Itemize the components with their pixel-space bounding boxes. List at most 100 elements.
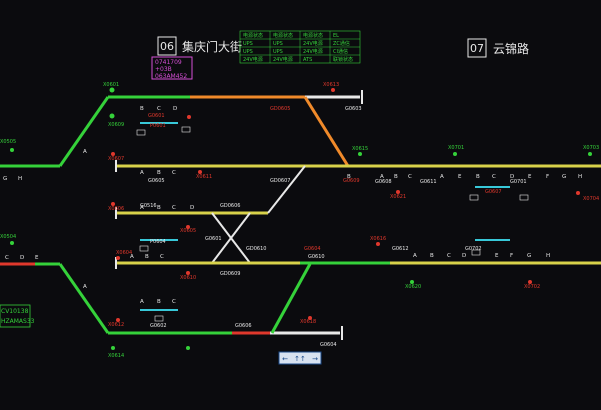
signal-lamp[interactable] [453,152,457,156]
equipment-box[interactable] [471,249,481,256]
status-r2c3: 24V电源 [303,40,323,47]
track-id-g0516: G0516 [140,203,157,209]
equipment-box[interactable] [154,315,164,322]
signal-lamp[interactable] [308,316,312,320]
track-diag-top-to-row1[interactable] [303,96,350,167]
section-label: G [3,176,7,182]
signal-lamp[interactable] [111,346,115,350]
section-label: A [380,174,384,180]
signal-x0612[interactable]: X0612 [108,322,124,328]
crossover-b[interactable] [211,212,251,264]
section-label: D [510,174,514,180]
signal-lamp[interactable] [116,318,120,322]
section-label: C [172,299,176,305]
section-label: B [140,106,144,112]
section-label: H [18,176,22,182]
section-label: B [476,174,480,180]
station-06-name[interactable]: 集庆门大街 [182,39,242,54]
signal-x0702[interactable]: X0702 [524,284,540,290]
nav-left-button[interactable]: ← [282,355,288,363]
signal-x0615[interactable]: X0615 [352,146,368,152]
signal-lamp[interactable] [358,152,362,156]
status-r2c4: ZC通信 [333,40,350,47]
signal-x0604[interactable]: X0604 [116,250,132,256]
track-id-g0603: G0603 [345,106,362,112]
section-label: C [492,174,496,180]
equipment-box[interactable] [519,194,529,201]
left-info-box[interactable] [0,304,31,328]
signal-x0616[interactable]: X0616 [370,236,386,242]
nav-right-button[interactable]: → [312,355,318,363]
station-07-name[interactable]: 云锦路 [493,41,529,56]
signal-x0601[interactable]: X0601 [103,82,119,88]
section-label: B [157,299,161,305]
signal-lamp[interactable] [111,202,115,206]
signal-lamp[interactable] [109,87,115,93]
signal-x0610[interactable]: X0610 [180,275,196,281]
signal-lamp[interactable] [576,191,580,195]
track-id-g0604: G0604 [304,246,321,252]
section-label: B [430,253,434,259]
equipment-box[interactable] [469,194,479,201]
signal-lamp[interactable] [528,280,532,284]
signal-x0504[interactable]: X0504 [0,234,16,240]
track-id-gd0605: GD0605 [270,106,290,112]
track-diag-up[interactable] [58,96,110,167]
equipment-box[interactable] [139,245,149,252]
section-label: B [145,254,149,260]
signal-x0505[interactable]: X0505 [0,139,16,145]
signal-x0618[interactable]: X0618 [300,319,316,325]
signal-lamp[interactable] [10,148,14,152]
signal-lamp[interactable] [186,271,190,275]
signal-x0703[interactable]: X0703 [583,145,599,151]
track-diag-bottom-to-row3[interactable] [270,263,312,334]
track-id-g0601-mid: G0601 [205,236,222,242]
equipment-box[interactable] [181,126,191,133]
signal-x0606[interactable]: X0606 [108,206,124,212]
signal-x0704[interactable]: X0704 [583,196,599,202]
status-r4c4: 联锁状态 [333,56,353,63]
signal-lamp[interactable] [116,256,120,260]
signal-lamp[interactable] [187,115,191,119]
nav-up-button[interactable]: ↑↑ [294,355,306,363]
equipment-box[interactable] [136,129,146,136]
section-label: G [562,174,566,180]
signal-x0609[interactable]: X0609 [108,122,124,128]
section-label: C [172,205,176,211]
signal-lamp[interactable] [588,152,592,156]
section-label: E [35,255,39,261]
track-diag-row2-to-row1[interactable] [267,165,306,214]
section-label: C [447,253,451,259]
signal-x0607[interactable]: X0607 [108,156,124,162]
section-label: C [160,254,164,260]
signal-lamp[interactable] [376,242,380,246]
signal-lamp[interactable] [410,280,414,284]
signal-lamp[interactable] [186,225,190,229]
signal-x0701[interactable]: X0701 [448,145,464,151]
status-r4c2: 24V电源 [273,56,293,63]
section-label: E [495,253,499,259]
signal-lamp[interactable] [331,88,335,92]
signal-x0621[interactable]: X0621 [390,194,406,200]
section-label: E [528,174,532,180]
signal-lamp[interactable] [198,170,202,174]
section-label: D [462,253,466,259]
signal-x0613[interactable]: X0613 [323,82,339,88]
track-id-g0611: G0611 [420,179,437,185]
signal-lamp[interactable] [186,346,190,350]
signal-x0614[interactable]: X0614 [108,353,124,359]
track-diag-down[interactable] [58,263,110,334]
track-id-p0604: P0604 [150,239,166,245]
signal-x0620[interactable]: X0620 [405,284,421,290]
train-info-box[interactable] [151,56,193,80]
signal-lamp[interactable] [111,152,115,156]
section-label: A [413,253,417,259]
signal-x0605[interactable]: X0605 [180,228,196,234]
nav-button-panel [278,351,322,365]
track-id-g0605: G0605 [148,178,165,184]
signal-lamp[interactable] [10,241,14,245]
signal-lamp[interactable] [109,113,115,119]
section-label: D [173,106,177,112]
signal-lamp[interactable] [396,190,400,194]
signal-x0611[interactable]: X0611 [196,174,212,180]
